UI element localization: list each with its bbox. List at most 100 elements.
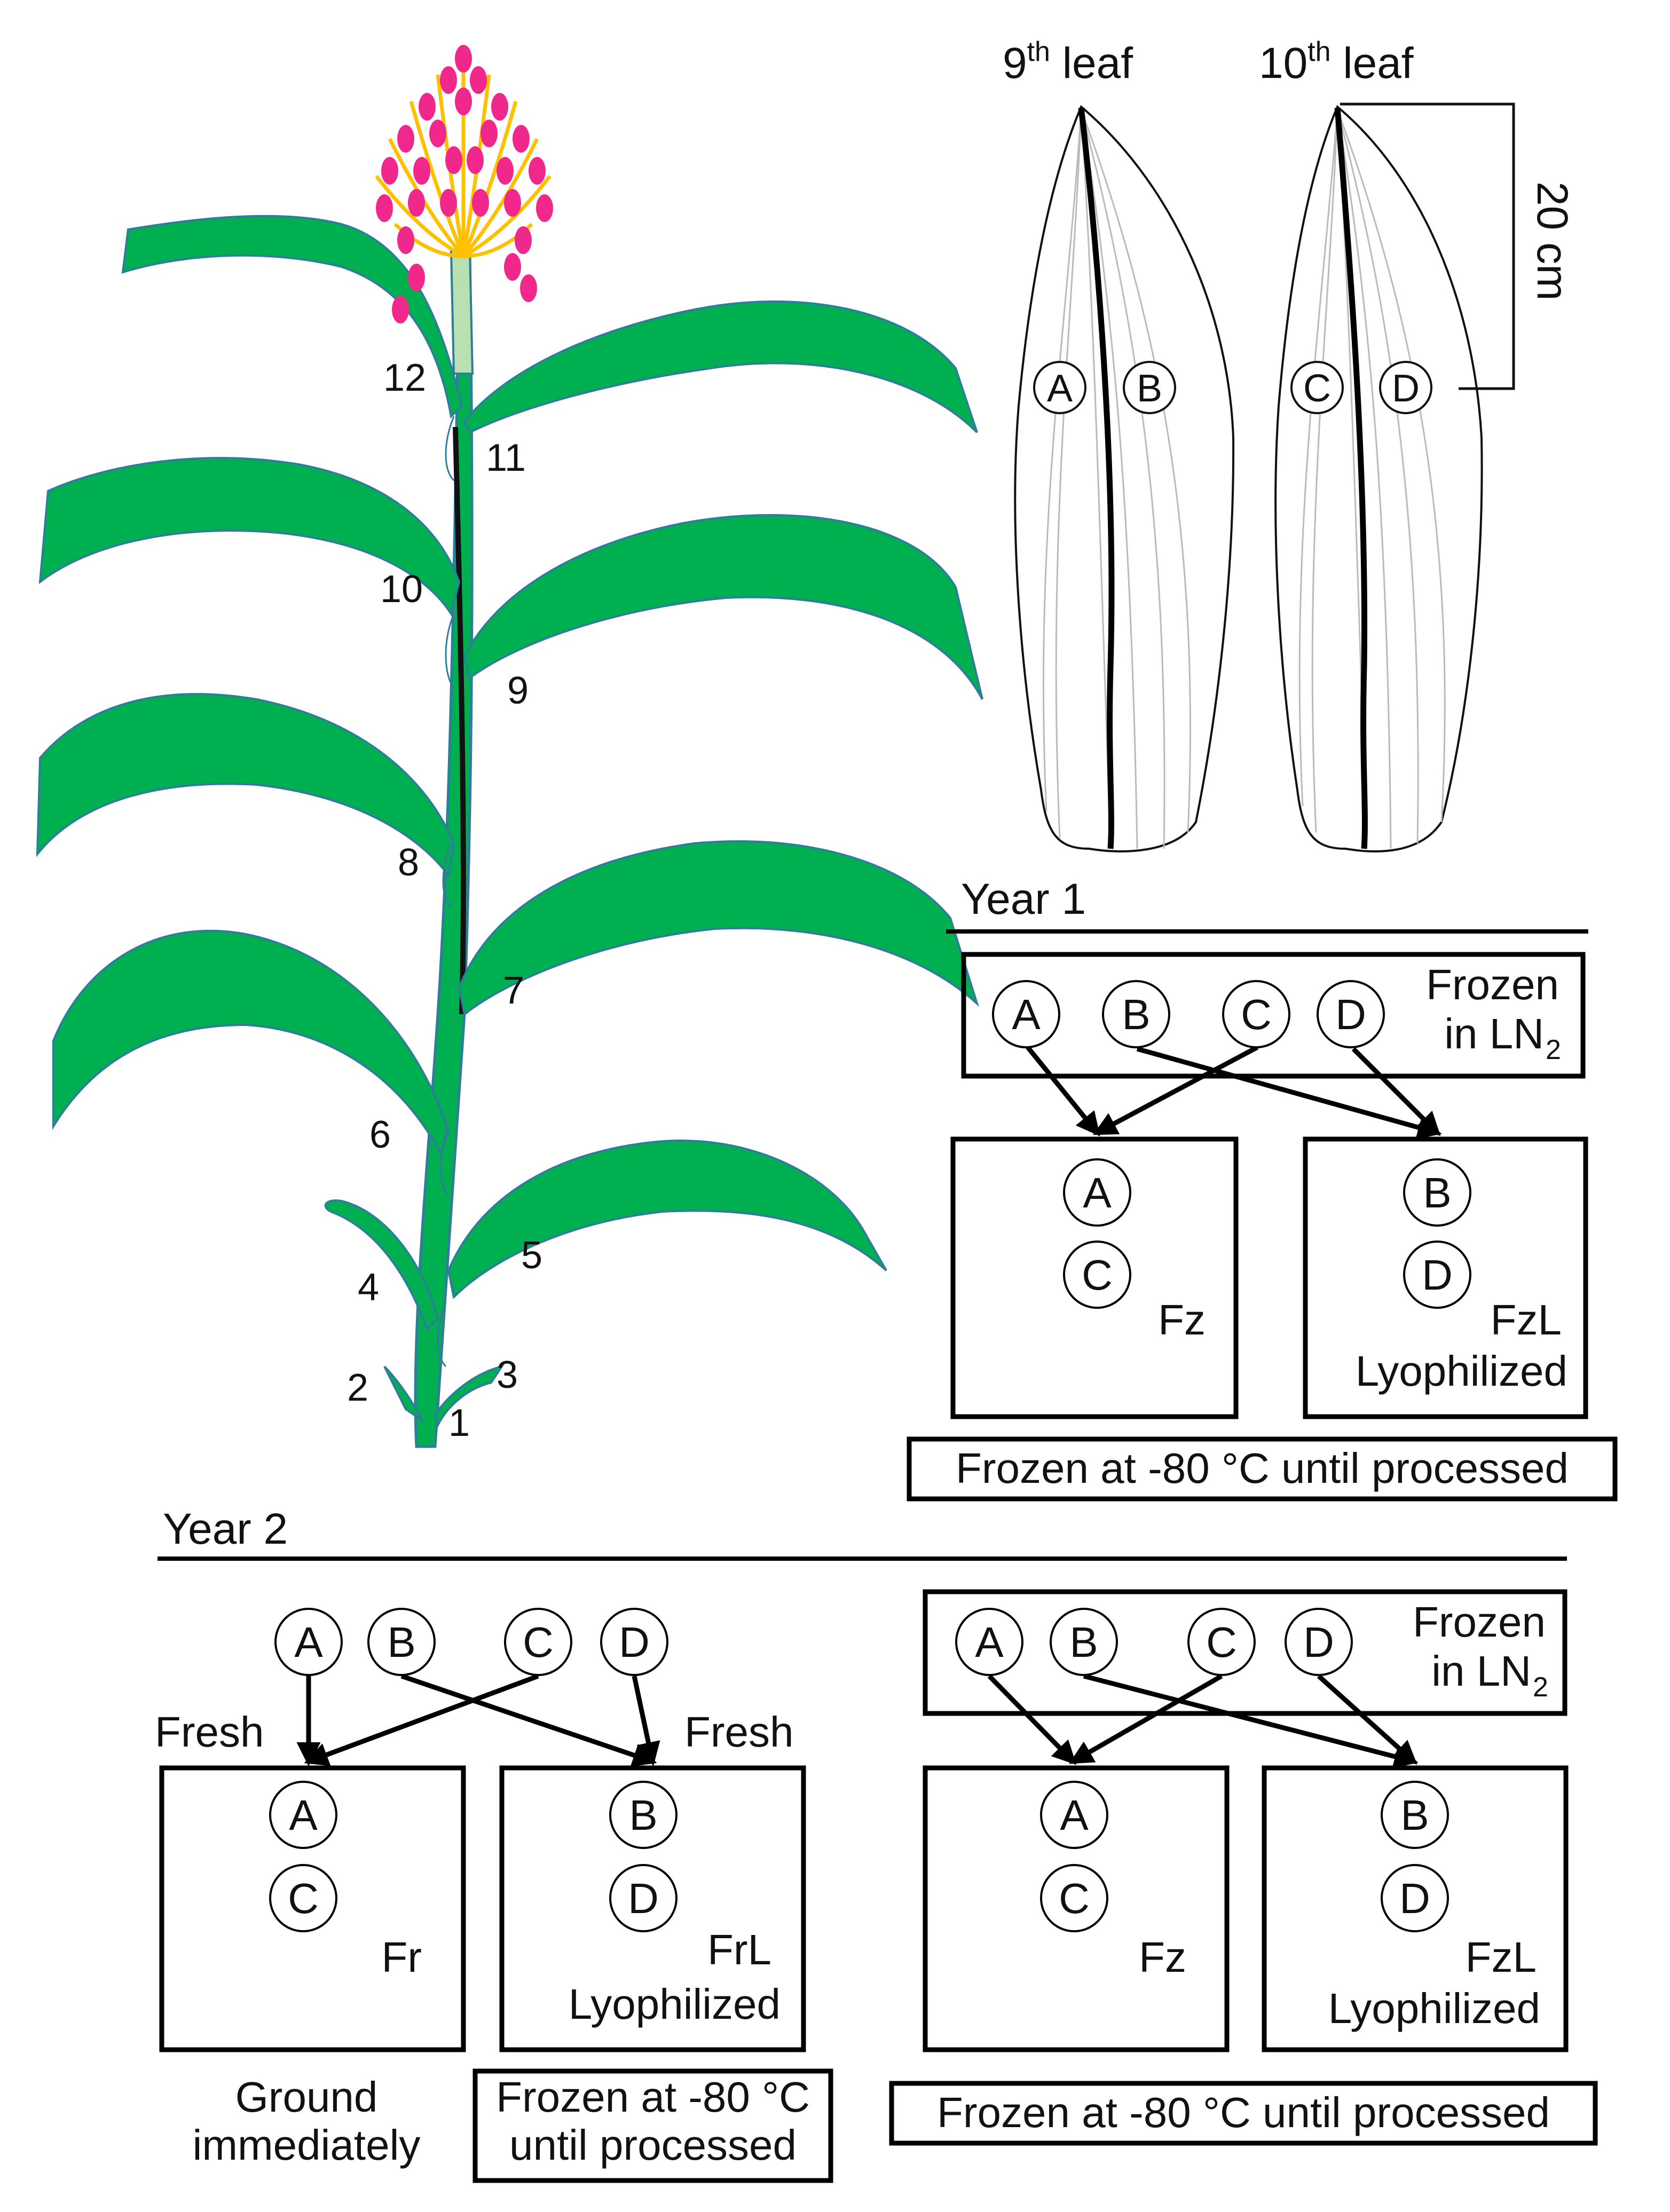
tassel-branch	[462, 175, 552, 258]
year1-frozen-line2: in LN	[1444, 1010, 1544, 1057]
year2-frl-d: D	[628, 1875, 659, 1922]
tassel-spikelet	[504, 253, 521, 281]
year2-fr-label: Fr	[381, 1933, 422, 1981]
ninth-leaf-superscript: th	[1027, 36, 1050, 67]
tassel-spikelet	[536, 194, 553, 222]
year2-fresh-c: C	[523, 1618, 554, 1666]
year2-fzl-label: FzL	[1466, 1933, 1537, 1981]
tenth-leaf-number: 10	[1259, 39, 1307, 88]
year2-frozen-circles: A B C D	[955, 1608, 1353, 1676]
sample-d-circle	[1379, 361, 1432, 414]
year2-fzl-sublabel: Lyophilized	[1328, 1985, 1540, 2032]
plant-leaf-11	[463, 300, 978, 434]
ninth-leaf-outline	[1014, 105, 1235, 852]
year2-frl-label: FrL	[707, 1926, 771, 1973]
leaf-number-11: 11	[486, 437, 526, 479]
tassel-spikelet	[376, 194, 393, 222]
tassel-spikelet	[480, 120, 498, 147]
year1-frozen-d: D	[1335, 991, 1366, 1038]
year2-frl-sublabel: Lyophilized	[569, 1980, 781, 2028]
year2-fzl-d: D	[1399, 1875, 1430, 1922]
ninth-leaf-veins	[1042, 109, 1192, 849]
year2-frozen-line1: Frozen	[1413, 1598, 1546, 1646]
year1-heading: Year 1	[961, 875, 1086, 923]
year1-frozen-box	[961, 952, 1586, 1079]
tassel-spikelet	[445, 146, 462, 174]
plant-leaf-12	[121, 215, 463, 419]
tenth-leaf-superscript: th	[1307, 36, 1330, 67]
year2-frl-storage-box	[472, 2068, 833, 2183]
year1-frozen-a: A	[1012, 991, 1041, 1038]
year1-fzl-sublabel: Lyophilized	[1356, 1347, 1567, 1395]
leaf-number-2: 2	[347, 1366, 368, 1409]
tenth-leaf	[1274, 105, 1483, 852]
tassel-spikelet	[408, 264, 425, 291]
year2-frozen-box	[923, 1589, 1567, 1716]
year2-frozen-c: C	[1206, 1618, 1237, 1666]
year2-fresh-arrows	[296, 1673, 660, 1767]
leaf-sheaths	[437, 416, 455, 1368]
year2-frozen-arrows	[987, 1673, 1419, 1768]
year2-frozen-subscript: 2	[1533, 1672, 1548, 1703]
tenth-leaf-midrib	[1334, 107, 1368, 849]
sample-b-circle	[1123, 361, 1176, 414]
year2-frl-box	[499, 1765, 806, 2052]
tassel-spikelet	[440, 66, 457, 94]
tassel-spikelet	[413, 157, 430, 185]
leaf-number-8: 8	[398, 841, 419, 884]
year2-fz-label: Fz	[1139, 1933, 1186, 1981]
year2-fz-box	[923, 1765, 1230, 2052]
year2-storage-box	[889, 2081, 1598, 2146]
upper-stem	[450, 250, 474, 375]
tassel-spikelet	[520, 274, 537, 302]
year1-fzl-d: D	[1422, 1251, 1453, 1299]
leaf-number-10: 10	[380, 568, 423, 611]
plant-leaf-10	[38, 457, 461, 617]
year2-frozen-line2: in LN	[1431, 1647, 1531, 1695]
year1-fzl-box	[1303, 1136, 1588, 1419]
year1-frozen-subscript: 2	[1546, 1034, 1561, 1065]
tassel-spikelet	[472, 189, 489, 217]
year2-fresh-left: Fresh	[155, 1708, 264, 1756]
sample-c-letter: C	[1303, 367, 1331, 410]
tassel-branch	[462, 138, 539, 258]
year1-storage-box	[907, 1436, 1618, 1502]
tassel-spikelet	[392, 296, 409, 323]
maize-plant	[36, 215, 983, 1448]
year2-frl-storage-line2: until processed	[509, 2121, 797, 2169]
leaf-number-6: 6	[369, 1113, 391, 1156]
leaf-sample-positions: A B C D	[1033, 361, 1432, 414]
plant-leaf-4	[324, 1199, 439, 1331]
tassel-spikelet	[470, 66, 487, 94]
year1-fzl-b: B	[1423, 1169, 1451, 1216]
year1-frozen-line1: Frozen	[1426, 961, 1559, 1008]
tassel-spikelet	[419, 93, 436, 121]
year2-fresh-right: Fresh	[684, 1708, 794, 1756]
year1-flow-arrows	[1026, 1045, 1442, 1139]
tassel-spikelet	[504, 189, 521, 217]
stalk-shadow	[453, 427, 466, 1014]
year1-storage-label: Frozen at -80 °C until processed	[956, 1444, 1569, 1492]
leaf-number-1: 1	[448, 1402, 470, 1444]
tassel-branch	[375, 175, 464, 258]
year2-fz-c: C	[1059, 1875, 1090, 1922]
tassel-spikelet	[497, 157, 514, 185]
tassel-spikelet	[440, 189, 457, 217]
tassel-spikelet	[513, 125, 530, 153]
ninth-leaf-title: 9th leaf	[1003, 36, 1133, 88]
tassel-branch	[409, 101, 466, 257]
sample-a-circle	[1033, 361, 1086, 414]
tassel-spikelet	[381, 157, 398, 185]
year2-fresh-d: D	[619, 1618, 650, 1666]
year1-fz-c: C	[1082, 1251, 1113, 1299]
tassel-spikelet	[455, 88, 472, 115]
length-label: 20 cm	[1528, 181, 1577, 301]
leaf-number-5: 5	[521, 1234, 542, 1277]
plant-leaf-5	[447, 1140, 887, 1300]
year2-fr-a: A	[289, 1791, 318, 1839]
year2-ground-line1: Ground	[235, 2073, 378, 2121]
year2-frozen-box-circles: A C B D	[1040, 1781, 1449, 1932]
plant-leaf-9	[463, 514, 983, 700]
